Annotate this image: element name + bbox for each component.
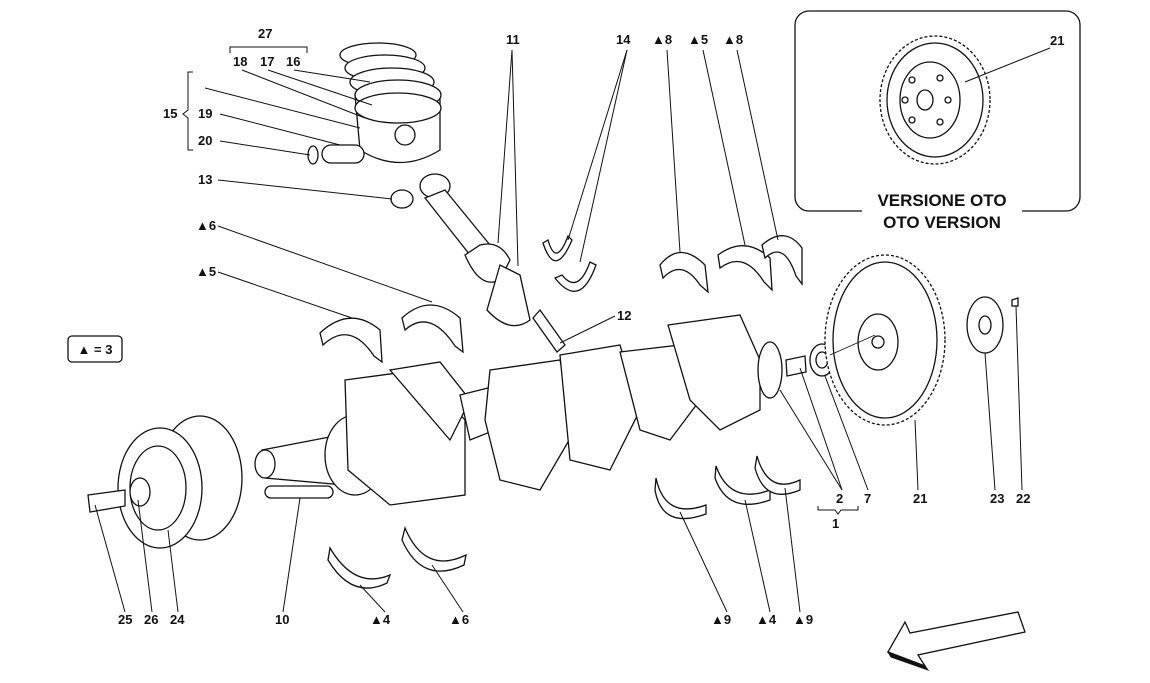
callout-12: 12 <box>617 308 631 323</box>
callout-8-top-left: ▲8 <box>652 32 672 47</box>
callout-26: 26 <box>144 612 158 627</box>
oto-flywheel-part <box>879 35 991 165</box>
main-bearing-shells-left <box>319 304 464 364</box>
lower-bearing-shells <box>327 455 801 589</box>
callout-22: 22 <box>1016 491 1030 506</box>
callout-21-main: 21 <box>913 491 927 506</box>
callout-11: 11 <box>506 32 520 47</box>
callout-6-bottom: ▲6 <box>449 612 469 627</box>
callout-19: 19 <box>198 106 212 121</box>
pulley-bolt <box>87 489 126 513</box>
callout-5-top: ▲5 <box>688 32 708 47</box>
callout-9-left: ▲9 <box>711 612 731 627</box>
callout-15: 15 <box>163 106 177 121</box>
flywheel <box>824 254 1019 426</box>
legend-triangle-equals-3: ▲ = 3 <box>67 335 123 363</box>
pilot-bush <box>785 355 807 377</box>
inset-title-english: OTO VERSION <box>883 213 1001 232</box>
direction-arrow <box>887 611 1026 668</box>
callout-13: 13 <box>198 172 212 187</box>
conrod-bearing-shells <box>542 234 597 292</box>
damper-pulley <box>87 415 243 549</box>
callout-9-right: ▲9 <box>793 612 813 627</box>
callout-23: 23 <box>990 491 1004 506</box>
oto-version-inset: 21 VERSIONE OTO OTO VERSION <box>794 10 1081 232</box>
callout-27: 27 <box>258 26 272 41</box>
connecting-rod <box>390 173 566 353</box>
callout-2: 2 <box>836 491 843 506</box>
flywheel-bolt <box>1011 297 1019 307</box>
callout-14: 14 <box>616 32 631 47</box>
piston-assembly <box>307 42 442 165</box>
callout-8-top-right: ▲8 <box>723 32 743 47</box>
callout-18: 18 <box>233 54 247 69</box>
callout-6-left: ▲6 <box>196 218 216 233</box>
callout-21-inset: 21 <box>1050 33 1064 48</box>
callout-25: 25 <box>118 612 132 627</box>
callout-1: 1 <box>832 516 839 531</box>
callout-24: 24 <box>170 612 185 627</box>
main-bearing-shells-upper <box>659 235 803 294</box>
inset-title-italian: VERSIONE OTO <box>877 191 1006 210</box>
rod-bolt <box>532 308 566 353</box>
callout-5-left: ▲5 <box>196 264 216 279</box>
svg-text:▲ = 3: ▲ = 3 <box>78 342 113 357</box>
callout-7: 7 <box>864 491 871 506</box>
callout-4-left: ▲4 <box>370 612 391 627</box>
callout-10: 10 <box>275 612 289 627</box>
small-end-bush <box>390 189 414 209</box>
callout-17: 17 <box>260 54 274 69</box>
callout-4-right: ▲4 <box>756 612 777 627</box>
callout-16: 16 <box>286 54 300 69</box>
piston-pin <box>321 144 365 164</box>
crankshaft <box>254 314 835 506</box>
callout-20: 20 <box>198 133 212 148</box>
key <box>264 485 334 499</box>
